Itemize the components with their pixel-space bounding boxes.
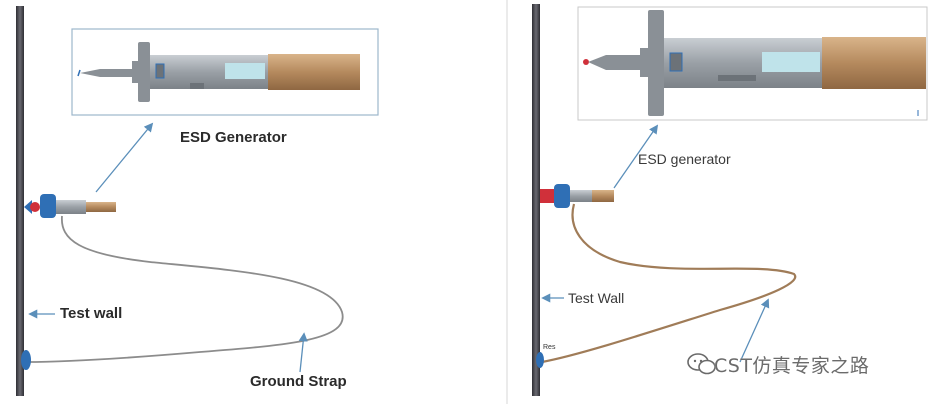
right-test-wall: [532, 4, 540, 396]
wechat-icon: [684, 353, 710, 375]
right-callout-arrow: [613, 124, 659, 189]
left-wall-label: Test wall: [60, 305, 123, 322]
watermark-logo: [687, 353, 716, 375]
left-generator-label: ESD Generator: [180, 129, 287, 146]
left-ground-strap: [25, 215, 344, 363]
right-esd-gun: [540, 184, 614, 208]
right-callout-box: [577, 6, 928, 121]
left-test-wall: [16, 6, 24, 396]
left-esd-gun: [24, 194, 116, 218]
watermark-text: CST仿真专家之路: [714, 354, 870, 377]
right-zoomed-esd-gun: [583, 10, 926, 116]
right-ground-strap: [541, 203, 797, 364]
left-strap-arrow: [298, 332, 308, 373]
left-strap-label: Ground Strap: [250, 373, 347, 390]
left-strap-clamp: [21, 350, 31, 370]
right-strap-arrow: [739, 298, 770, 363]
right-strap-clamp: [536, 352, 544, 368]
left-zoomed-esd-gun: [77, 42, 360, 102]
right-wall-label: Test Wall: [568, 290, 625, 306]
watermark: CST仿真专家之路: [684, 350, 869, 378]
right-panel: [532, 4, 928, 396]
left-callout-box: [71, 28, 379, 116]
right-strap-small-label: Res: [543, 344, 556, 351]
right-generator-label: ESD generator: [638, 151, 731, 167]
left-panel: [16, 6, 379, 396]
left-callout-arrow: [95, 122, 154, 193]
